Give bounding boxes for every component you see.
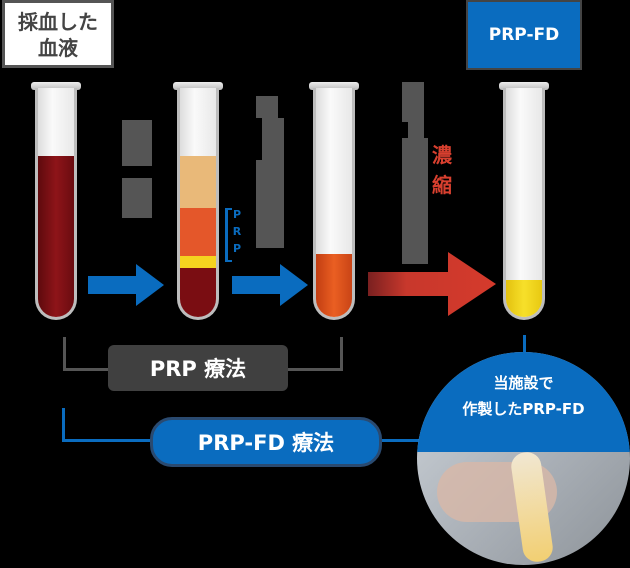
red-cell-layer <box>180 268 216 317</box>
prp-fd-photo: 当施設で 作製したPRP-FD <box>417 352 630 565</box>
step-label-extract-2 <box>262 118 284 166</box>
concentration-label: 濃縮 <box>432 143 452 197</box>
tube-glass <box>177 88 219 320</box>
caption-line1: 当施設で <box>493 374 554 392</box>
step-label-freeze-dry <box>402 82 424 122</box>
tube-rim <box>173 82 223 90</box>
prp-layer <box>180 208 216 256</box>
prp-therapy-label: PRP 療法 <box>108 345 288 391</box>
collected-blood-label: 採血した 血液 <box>2 0 114 68</box>
step-label-freeze-dry-2 <box>408 120 424 138</box>
step-label-extract-3 <box>256 160 284 248</box>
tube-whole-blood <box>31 82 81 322</box>
freeze-dried-layer <box>506 280 542 317</box>
prp-fd-header-label: PRP-FD <box>466 0 582 70</box>
prp-bracket <box>225 208 232 262</box>
buffy-coat-layer <box>180 256 216 268</box>
tube-rim <box>31 82 81 90</box>
tube-separated <box>173 82 223 322</box>
step-label-freeze-dry-3 <box>402 138 428 264</box>
connector-line <box>523 335 526 355</box>
photo-caption: 当施設で 作製したPRP-FD <box>417 352 630 452</box>
tube-glass <box>503 88 545 320</box>
tube-prp <box>309 82 359 322</box>
step-label-centrifuge <box>122 120 152 166</box>
blood-layer <box>38 156 74 317</box>
tube-prp-fd <box>499 82 549 322</box>
tube-glass <box>35 88 77 320</box>
tube-rim <box>309 82 359 90</box>
collected-blood-line2: 血液 <box>38 36 78 60</box>
prp-marker-label: PRP <box>232 208 242 255</box>
collected-blood-line1: 採血した <box>18 10 98 34</box>
arrow-right-icon <box>88 264 164 306</box>
tube-rim <box>499 82 549 90</box>
caption-line2: 作製したPRP-FD <box>462 400 585 418</box>
tube-glass <box>313 88 355 320</box>
arrow-right-icon <box>232 264 308 306</box>
plasma-layer <box>180 156 216 208</box>
prp-fd-therapy-label: PRP-FD 療法 <box>150 417 382 467</box>
step-label-centrifuge-2 <box>122 178 152 218</box>
step-label-extract <box>256 96 278 118</box>
arrow-right-large-icon <box>368 252 496 316</box>
prp-liquid-layer <box>316 254 352 317</box>
